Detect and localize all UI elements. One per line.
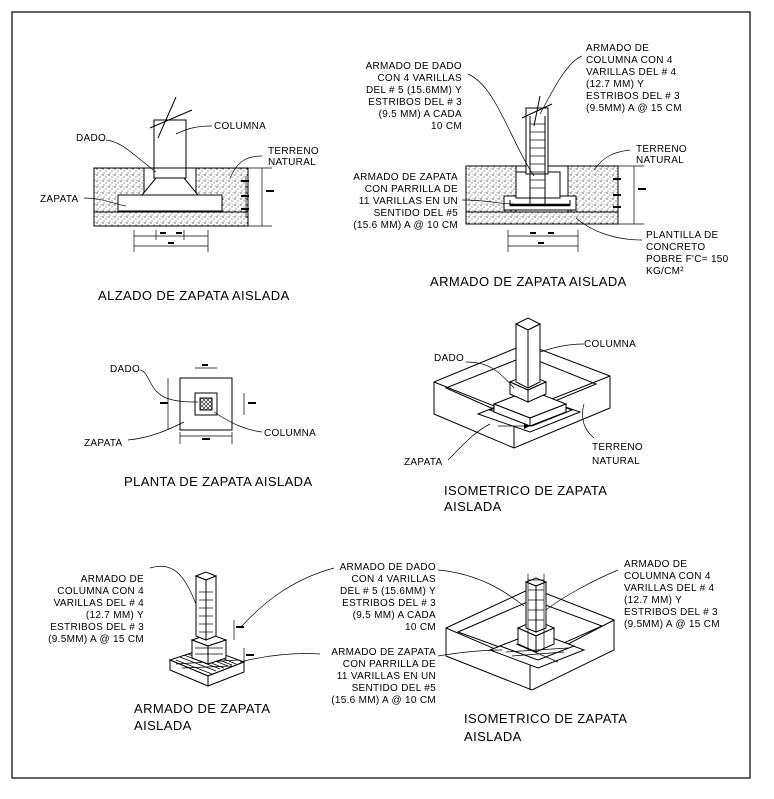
svg-text:(9.5 MM) A CADA: (9.5 MM) A CADA: [379, 109, 462, 120]
svg-text:(9.5MM) A @ 15 CM: (9.5MM) A @ 15 CM: [624, 619, 720, 630]
svg-text:(9.5 MM) A CADA: (9.5 MM) A CADA: [353, 610, 436, 621]
svg-text:(15.6 MM) A @ 10 CM: (15.6 MM) A @ 10 CM: [353, 220, 458, 231]
svg-text:11 VARILLAS EN UN: 11 VARILLAS EN UN: [359, 196, 458, 207]
svg-text:SENTIDO DEL #5: SENTIDO DEL #5: [352, 683, 437, 694]
iso-title-1: ISOMETRICO DE ZAPATA: [444, 483, 607, 498]
planta-dado-label: DADO: [110, 364, 140, 375]
planta-drawing: [127, 364, 263, 444]
svg-text:CONCRETO: CONCRETO: [646, 242, 705, 253]
armado-3d-title-2: AISLADA: [134, 718, 192, 733]
iso-terreno-label-2: NATURAL: [592, 456, 640, 467]
armado-3d-title-1: ARMADO DE ZAPATA: [134, 701, 270, 716]
svg-text:10 CM: 10 CM: [405, 622, 436, 633]
iso-dado-label: DADO: [434, 353, 464, 364]
armado-dado-note: ARMADO DE DADO CON 4 VARILLAS DEL # 5 (1…: [366, 61, 462, 132]
svg-text:POBRE F'C= 150: POBRE F'C= 150: [646, 254, 729, 265]
sheet-border: [11, 11, 751, 779]
svg-text:11 VARILLAS EN UN: 11 VARILLAS EN UN: [337, 671, 436, 682]
armado-terreno-label-1: TERRENO: [636, 144, 687, 155]
svg-text:COLUMNA CON 4: COLUMNA CON 4: [586, 55, 673, 66]
svg-text:(12.7 MM) Y: (12.7 MM) Y: [624, 595, 682, 606]
armado-section-drawing: [461, 55, 646, 252]
iso-title-2: AISLADA: [444, 499, 502, 514]
svg-text:ARMADO DE: ARMADO DE: [624, 559, 687, 570]
svg-text:ARMADO DE ZAPATA: ARMADO DE ZAPATA: [331, 647, 436, 658]
alzado-zapata-label: ZAPATA: [40, 194, 78, 205]
armado-section-title: ARMADO DE ZAPATA AISLADA: [430, 274, 627, 289]
alzado-dado-label: DADO: [76, 133, 106, 144]
planta-title: PLANTA DE ZAPATA AISLADA: [124, 474, 313, 489]
armado-3d-zapata-note: ARMADO DE ZAPATA CON PARRILLA DE 11 VARI…: [331, 647, 436, 706]
svg-text:10 CM: 10 CM: [431, 121, 462, 132]
svg-text:ARMADO DE: ARMADO DE: [586, 43, 649, 54]
alzado-terreno-label-2: NATURAL: [268, 157, 316, 168]
iso-armado-columna-note: ARMADO DE COLUMNA CON 4 VARILLAS DEL # 4…: [624, 559, 720, 630]
iso-armado-title-1: ISOMETRICO DE ZAPATA: [464, 711, 627, 726]
svg-text:KG/CM²: KG/CM²: [646, 266, 684, 277]
svg-text:VARILLAS DEL # 4: VARILLAS DEL # 4: [54, 598, 145, 609]
isometrico-armado-drawing: [437, 569, 619, 691]
svg-text:DEL # 5 (15.6MM) Y: DEL # 5 (15.6MM) Y: [366, 85, 462, 96]
svg-text:VARILLAS DEL # 4: VARILLAS DEL # 4: [624, 583, 715, 594]
svg-text:COLUMNA CON 4: COLUMNA CON 4: [624, 571, 711, 582]
armado-zapata-note: ARMADO DE ZAPATA CON PARRILLA DE 11 VARI…: [353, 172, 458, 231]
planta-zapata-label: ZAPATA: [84, 438, 122, 449]
svg-text:ESTRIBOS DEL # 3: ESTRIBOS DEL # 3: [586, 91, 680, 102]
svg-text:CON PARRILLA DE: CON PARRILLA DE: [343, 659, 436, 670]
svg-text:(9.5MM) A @ 15 CM: (9.5MM) A @ 15 CM: [48, 634, 144, 645]
iso-terreno-label-1: TERRENO: [592, 442, 643, 453]
svg-text:PLANTILLA DE: PLANTILLA DE: [646, 230, 719, 241]
plantilla-note: PLANTILLA DE CONCRETO POBRE F'C= 150 KG/…: [646, 230, 729, 277]
svg-text:CON 4 VARILLAS: CON 4 VARILLAS: [351, 574, 436, 585]
svg-text:(12.7 MM) Y: (12.7 MM) Y: [86, 610, 144, 621]
alzado-columna-label: COLUMNA: [214, 121, 266, 132]
iso-armado-title-2: AISLADA: [464, 729, 522, 744]
svg-text:ARMADO DE: ARMADO DE: [81, 574, 144, 585]
svg-text:ARMADO DE ZAPATA: ARMADO DE ZAPATA: [353, 172, 458, 183]
svg-text:CON PARRILLA DE: CON PARRILLA DE: [365, 184, 458, 195]
svg-text:ARMADO DE DADO: ARMADO DE DADO: [340, 562, 436, 573]
planta-columna-label: COLUMNA: [264, 428, 316, 439]
svg-text:DEL # 5 (15.6MM) Y: DEL # 5 (15.6MM) Y: [340, 586, 436, 597]
svg-text:ARMADO DE DADO: ARMADO DE DADO: [366, 61, 462, 72]
svg-text:(9.5MM) A @ 15 CM: (9.5MM) A @ 15 CM: [586, 103, 682, 114]
alzado-title: ALZADO DE ZAPATA AISLADA: [98, 288, 290, 303]
armado-3d-dado-note: ARMADO DE DADO CON 4 VARILLAS DEL # 5 (1…: [340, 562, 436, 633]
iso-columna-label: COLUMNA: [584, 339, 636, 350]
armado-3d-columna-note: ARMADO DE COLUMNA CON 4 VARILLAS DEL # 4…: [48, 574, 144, 645]
isometrico-drawing: [433, 317, 611, 461]
alzado-terreno-label-1: TERRENO: [268, 146, 319, 157]
svg-text:ESTRIBOS DEL # 3: ESTRIBOS DEL # 3: [342, 598, 436, 609]
svg-text:ESTRIBOS DEL # 3: ESTRIBOS DEL # 3: [368, 97, 462, 108]
svg-text:(15.6 MM) A @ 10 CM: (15.6 MM) A @ 10 CM: [331, 695, 436, 706]
svg-text:ESTRIBOS DEL # 3: ESTRIBOS DEL # 3: [624, 607, 718, 618]
svg-text:CON 4 VARILLAS: CON 4 VARILLAS: [377, 73, 462, 84]
armado-columna-note: ARMADO DE COLUMNA CON 4 VARILLAS DEL # 4…: [586, 43, 682, 114]
svg-text:SENTIDO DEL #5: SENTIDO DEL #5: [374, 208, 459, 219]
alzado-drawing: [83, 96, 274, 252]
svg-text:COLUMNA CON 4: COLUMNA CON 4: [57, 586, 144, 597]
svg-text:(12.7 MM) Y: (12.7 MM) Y: [586, 79, 644, 90]
iso-zapata-label: ZAPATA: [404, 457, 442, 468]
svg-text:VARILLAS DEL # 4: VARILLAS DEL # 4: [586, 67, 677, 78]
svg-text:ESTRIBOS DEL # 3: ESTRIBOS DEL # 3: [50, 622, 144, 633]
armado-terreno-label-2: NATURAL: [636, 155, 684, 166]
armado-3d-drawing: [149, 565, 335, 687]
